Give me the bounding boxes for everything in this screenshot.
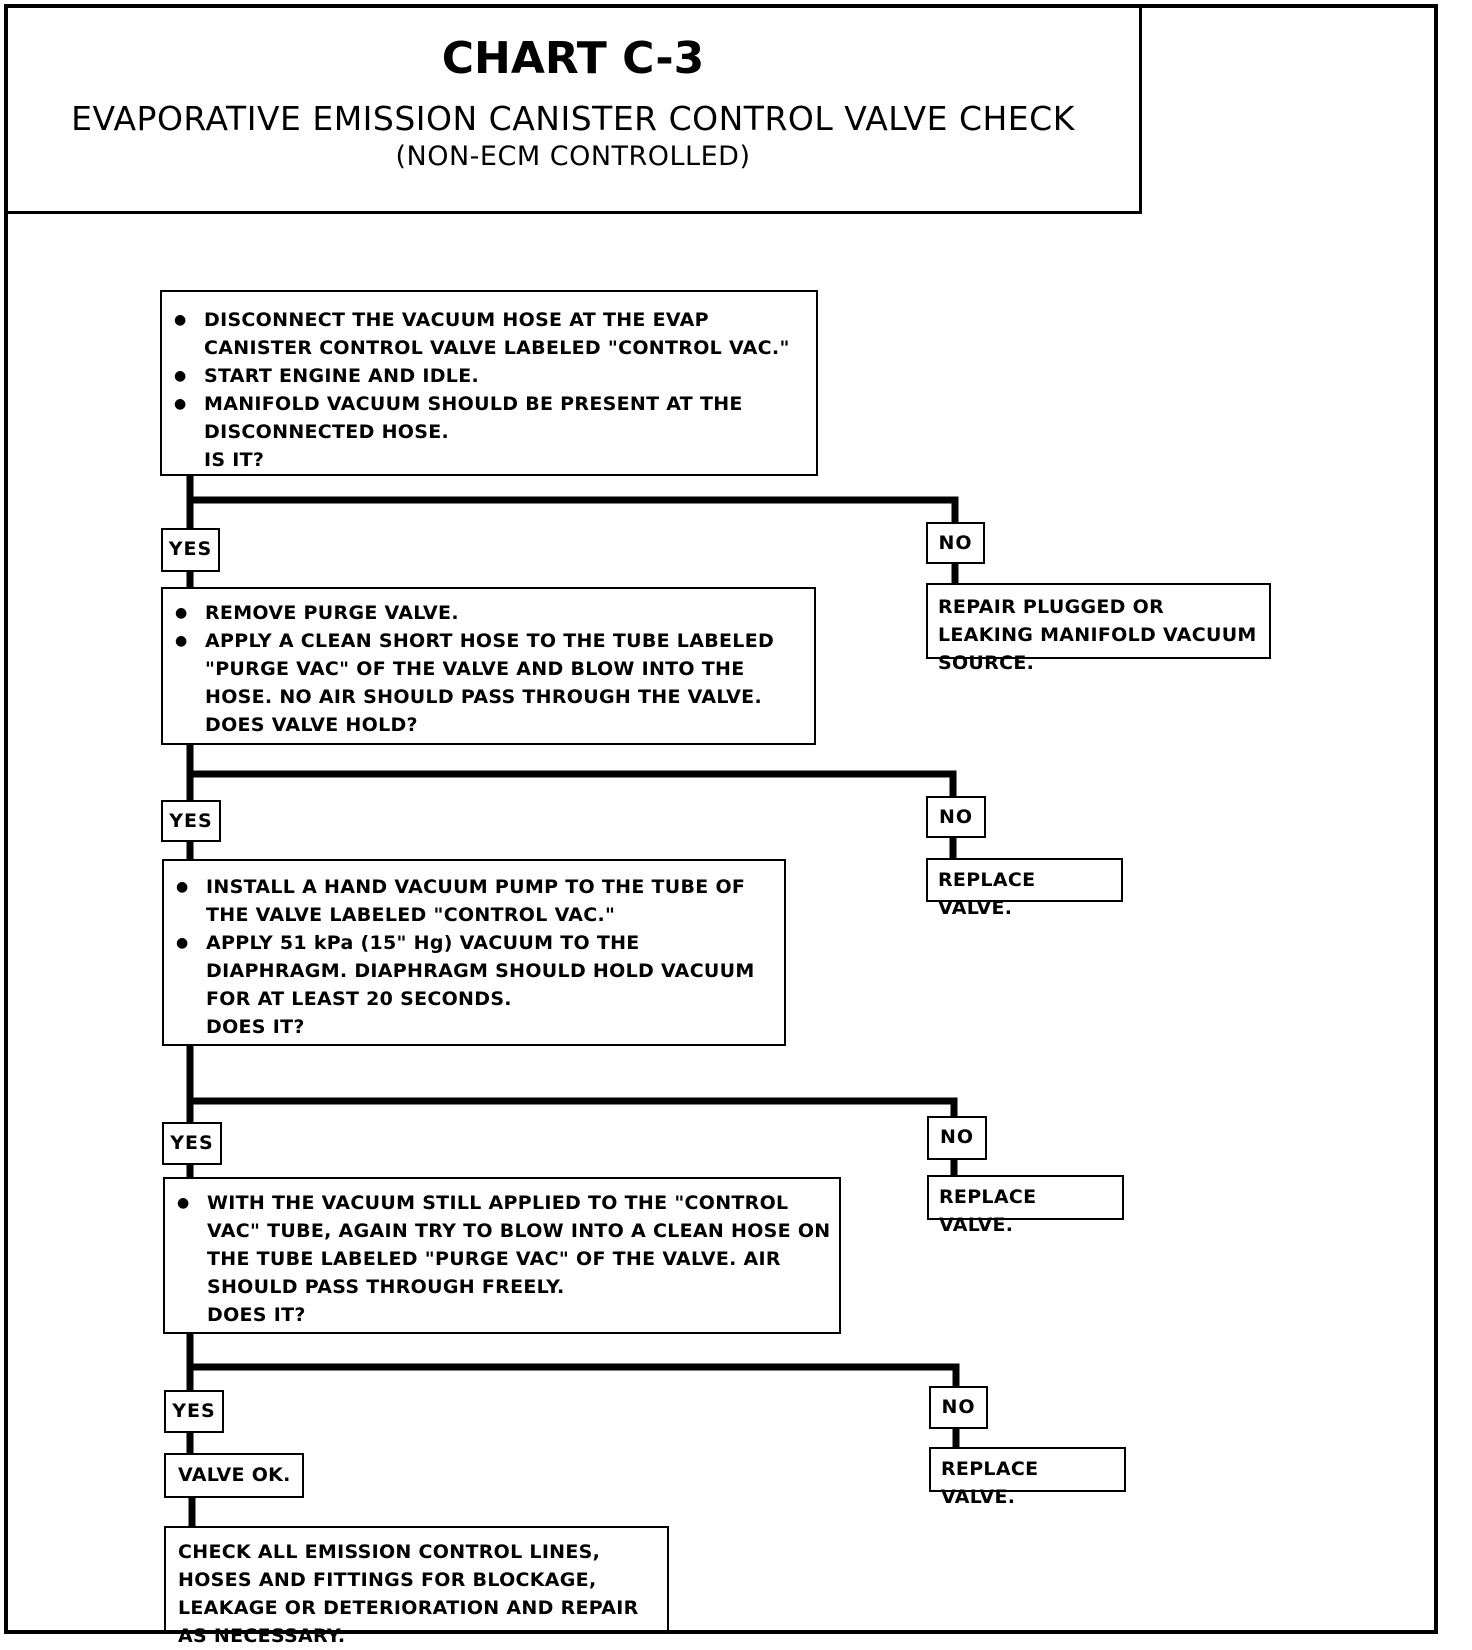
result-replace-valve: REPLACE VALVE.	[927, 1175, 1124, 1236]
step-2-box: REMOVE PURGE VALVE. APPLY A CLEAN SHORT …	[161, 587, 816, 745]
step-3-bullet: INSTALL A HAND VACUUM PUMP TO THE TUBE O…	[164, 873, 784, 929]
no-label: NO	[927, 1116, 987, 1160]
step-2-bullet: APPLY A CLEAN SHORT HOSE TO THE TUBE LAB…	[163, 627, 814, 711]
step-4-question: DOES IT?	[207, 1304, 306, 1326]
step-1-bullet: DISCONNECT THE VACUUM HOSE AT THE EVAP C…	[162, 306, 816, 362]
step-4-bullet: WITH THE VACUUM STILL APPLIED TO THE "CO…	[165, 1189, 839, 1301]
chart-title: CHART C-3	[441, 33, 705, 84]
result-replace-valve: REPLACE VALVE.	[926, 858, 1123, 919]
step-2-question: DOES VALVE HOLD?	[205, 714, 418, 736]
final-step-text: CHECK ALL EMISSION CONTROL LINES, HOSES …	[178, 1541, 639, 1647]
step-1-bullet: START ENGINE AND IDLE.	[162, 362, 816, 390]
step-2-bullet: REMOVE PURGE VALVE.	[163, 599, 814, 627]
yes-label: YES	[164, 1390, 224, 1433]
final-step-box: CHECK ALL EMISSION CONTROL LINES, HOSES …	[164, 1526, 669, 1647]
chart-subtitle-qualifier: (NON-ECM CONTROLLED)	[395, 141, 751, 172]
yes-label: YES	[161, 800, 221, 842]
chart-header: CHART C-3 EVAPORATIVE EMISSION CANISTER …	[4, 4, 1142, 214]
no-label: NO	[926, 796, 986, 838]
step-1-question: IS IT?	[204, 449, 265, 471]
step-1-box: DISCONNECT THE VACUUM HOSE AT THE EVAP C…	[160, 290, 818, 476]
step-3-box: INSTALL A HAND VACUUM PUMP TO THE TUBE O…	[162, 859, 786, 1046]
result-repair-vacuum-source: REPAIR PLUGGED OR LEAKING MANIFOLD VACUU…	[926, 583, 1271, 674]
step-3-question: DOES IT?	[206, 1016, 305, 1038]
result-valve-ok: VALVE OK.	[164, 1453, 304, 1498]
no-label: NO	[926, 522, 985, 564]
yes-label: YES	[162, 1122, 222, 1165]
result-replace-valve: REPLACE VALVE.	[929, 1447, 1126, 1508]
yes-label: YES	[161, 528, 220, 572]
step-3-bullet: APPLY 51 kPa (15" Hg) VACUUM TO THE DIAP…	[164, 929, 784, 1013]
step-4-box: WITH THE VACUUM STILL APPLIED TO THE "CO…	[163, 1177, 841, 1334]
step-1-bullet: MANIFOLD VACUUM SHOULD BE PRESENT AT THE…	[162, 390, 816, 446]
chart-subtitle: EVAPORATIVE EMISSION CANISTER CONTROL VA…	[71, 99, 1075, 138]
no-label: NO	[929, 1386, 988, 1429]
